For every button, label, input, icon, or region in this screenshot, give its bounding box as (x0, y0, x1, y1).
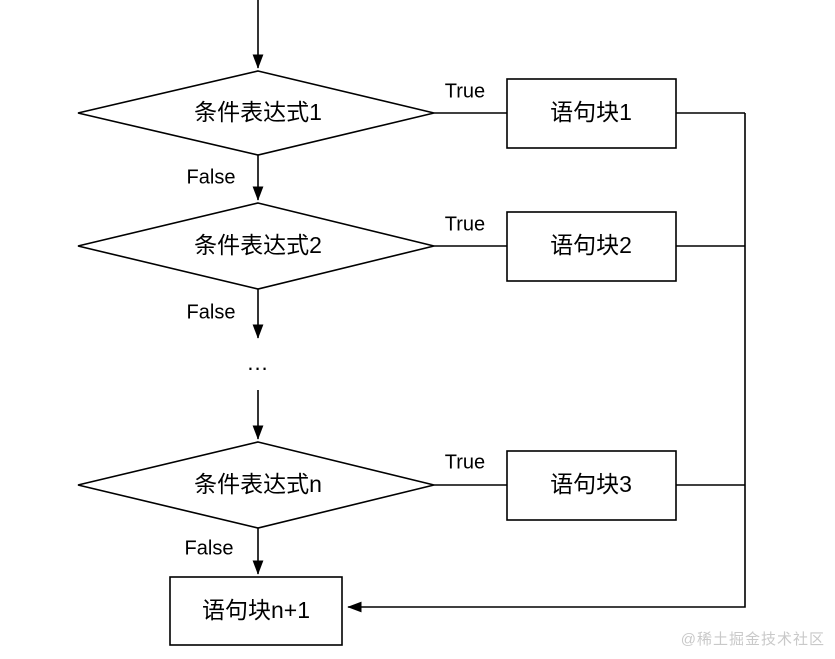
edge-label-true-1: True (445, 80, 485, 102)
statement-node-3-label: 语句块3 (550, 471, 632, 497)
edge-label-true-3: True (445, 451, 485, 473)
decision-node-1-label: 条件表达式1 (194, 99, 322, 125)
statement-node-1-label: 语句块1 (550, 99, 632, 125)
decision-node-2-label: 条件表达式2 (194, 232, 322, 258)
ellipsis-label: ... (247, 350, 268, 375)
edge-label-true-2: True (445, 213, 485, 235)
statement-node-2-label: 语句块2 (550, 232, 632, 258)
edge-right-rail (347, 113, 746, 613)
decision-node-3-label: 条件表达式n (194, 471, 322, 497)
statement-node-final-label: 语句块n+1 (202, 597, 310, 623)
edge-label-false-2: False (187, 301, 236, 323)
statement-node-final (169, 576, 343, 646)
watermark-label: @稀土掘金技术社区 (680, 631, 825, 648)
edge-label-false-3: False (185, 537, 234, 559)
statement-node-2 (506, 211, 677, 282)
statement-node-1 (506, 78, 677, 149)
statement-node-3 (506, 450, 677, 521)
edge-label-false-1: False (187, 166, 236, 188)
